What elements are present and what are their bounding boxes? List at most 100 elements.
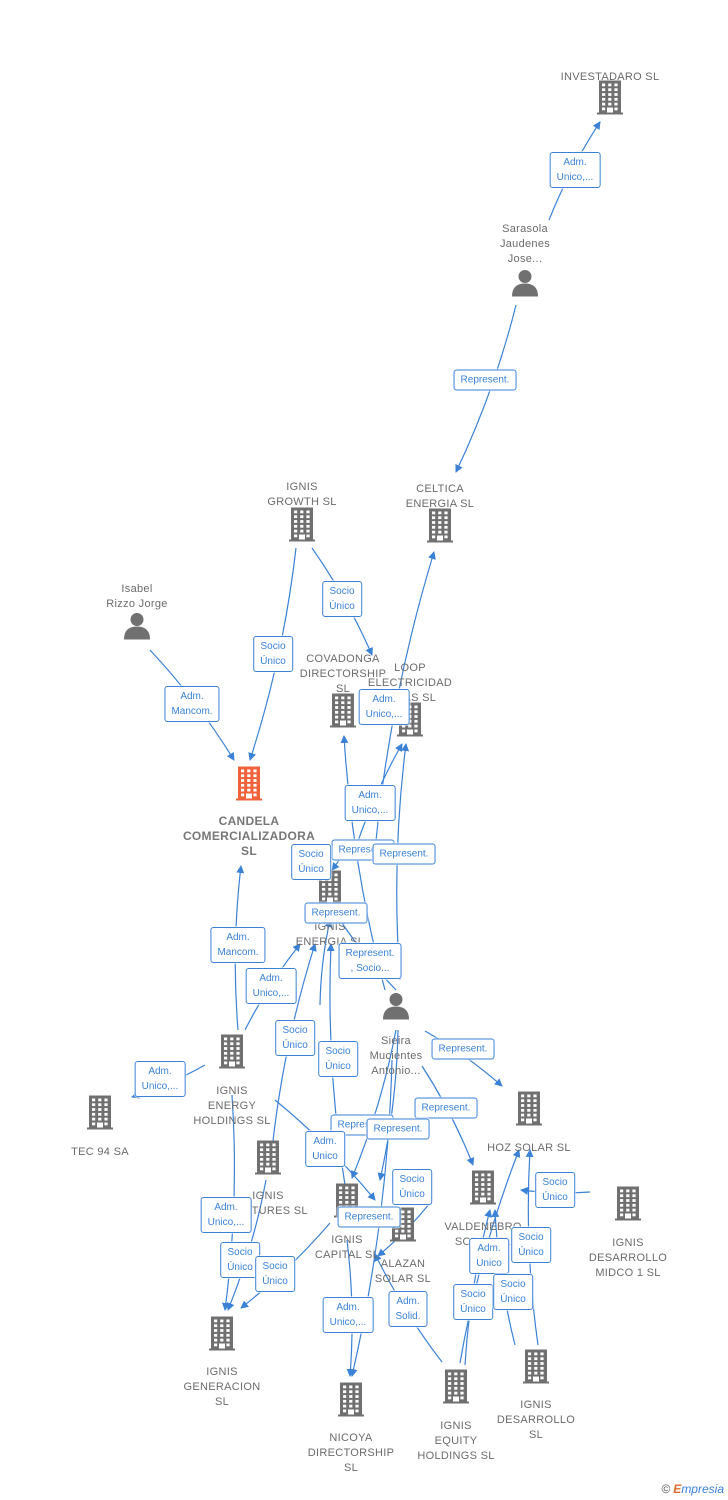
- focus-building-icon[interactable]: [236, 766, 262, 806]
- node-label-line: DESARROLLO: [588, 1252, 668, 1264]
- building-icon[interactable]: [443, 1369, 469, 1409]
- relation-label-line: Único: [298, 864, 324, 875]
- relation-label[interactable]: Adm.Mancom.: [164, 686, 220, 722]
- relation-label-line: Único: [460, 1304, 486, 1315]
- relation-label[interactable]: Adm.Unico,...: [134, 1061, 186, 1097]
- relation-label-line: Único: [282, 1040, 308, 1051]
- node-label-line: Rizzo Jorge: [106, 598, 168, 610]
- building-icon[interactable]: [470, 1170, 496, 1210]
- node-label-investadaro[interactable]: INVESTADARO SL: [561, 70, 660, 85]
- node-label-line: COMERCIALIZADORA: [182, 829, 316, 843]
- building-icon[interactable]: [289, 507, 315, 547]
- relation-label-line: Unico,...: [351, 805, 389, 816]
- relation-label[interactable]: Represent.: [372, 843, 436, 865]
- relation-label-line: Socio: [227, 1247, 253, 1258]
- building-icon[interactable]: [516, 1091, 542, 1131]
- node-label-tec94[interactable]: TEC 94 SA: [71, 1145, 129, 1160]
- building-icon[interactable]: [523, 1349, 549, 1389]
- relation-label-line: Represent.: [345, 948, 395, 959]
- relation-label-line: Represent.: [311, 907, 361, 919]
- relation-label[interactable]: Represent.: [366, 1118, 430, 1140]
- relation-label[interactable]: Adm.Unico,...: [344, 785, 396, 821]
- building-icon[interactable]: [615, 1186, 641, 1226]
- building-icon[interactable]: [255, 1140, 281, 1180]
- relation-label[interactable]: Adm.Unico: [305, 1131, 345, 1167]
- relation-label[interactable]: Adm. Unico,...: [322, 1297, 374, 1333]
- building-icon[interactable]: [330, 693, 356, 733]
- relation-label[interactable]: Adm.Mancom.: [210, 927, 266, 963]
- person-icon[interactable]: [382, 992, 410, 1025]
- building-icon[interactable]: [427, 508, 453, 548]
- relation-label-line: Mancom.: [171, 706, 213, 717]
- person-icon[interactable]: [123, 612, 151, 645]
- relation-label[interactable]: Represent.: [453, 369, 517, 391]
- node-label-line: ENERGY: [207, 1100, 257, 1112]
- relation-label[interactable]: Adm.Unico,...: [245, 968, 297, 1004]
- relation-label-line: Solid.: [395, 1311, 421, 1322]
- building-icon[interactable]: [209, 1316, 235, 1356]
- relation-label-line: Unico,...: [556, 172, 594, 183]
- relation-label-line: Adm.: [336, 1302, 360, 1313]
- node-label-hoz-solar[interactable]: HOZ SOLAR SL: [487, 1141, 571, 1156]
- person-icon[interactable]: [511, 269, 539, 302]
- node-label-line: ELECTRICIDAD: [367, 677, 453, 689]
- building-icon[interactable]: [219, 1034, 245, 1074]
- relation-label[interactable]: Represent.: [431, 1038, 495, 1060]
- relation-label-line: Socio: [325, 1046, 351, 1057]
- relation-label-line: Adm.: [563, 157, 587, 168]
- node-label-line: HOLDINGS SL: [193, 1115, 271, 1127]
- node-label-line: IGNIS: [206, 1366, 238, 1378]
- brand-name: mpresia: [681, 1482, 724, 1496]
- node-label-line: IGNIS: [314, 921, 346, 933]
- node-label-line: SL: [528, 1429, 544, 1441]
- relation-label[interactable]: Adm.Solid.: [388, 1291, 428, 1327]
- relation-label[interactable]: Represent.: [337, 1206, 401, 1228]
- edge-line-sieira-to-ignis_energia: [319, 919, 333, 1006]
- edge-line-sieira-to-ignis_capital: [377, 1029, 399, 1181]
- node-label-line: Antonio...: [371, 1065, 421, 1077]
- building-icon[interactable]: [338, 1382, 364, 1422]
- relation-label-line: Socio: [500, 1279, 526, 1290]
- building-icon[interactable]: [597, 80, 623, 120]
- relation-label[interactable]: Adm. Unico,...: [549, 152, 601, 188]
- node-label-line: MIDCO 1 SL: [595, 1267, 661, 1279]
- node-label-line: Jaudenes: [499, 238, 551, 250]
- relation-label[interactable]: Represent.: [304, 902, 368, 924]
- node-label-line: Isabel: [121, 583, 153, 595]
- relation-label[interactable]: Represent., Socio...: [338, 943, 402, 979]
- relation-label[interactable]: Adm.Unico,...: [200, 1197, 252, 1233]
- relation-label-line: Unico: [312, 1151, 338, 1162]
- relation-label-line: Unico,...: [329, 1317, 367, 1328]
- relation-label[interactable]: Represent.: [414, 1097, 478, 1119]
- relation-label[interactable]: Adm.Unico,...: [358, 689, 410, 725]
- building-icon[interactable]: [87, 1095, 113, 1135]
- relation-label[interactable]: Adm.Unico: [469, 1238, 509, 1274]
